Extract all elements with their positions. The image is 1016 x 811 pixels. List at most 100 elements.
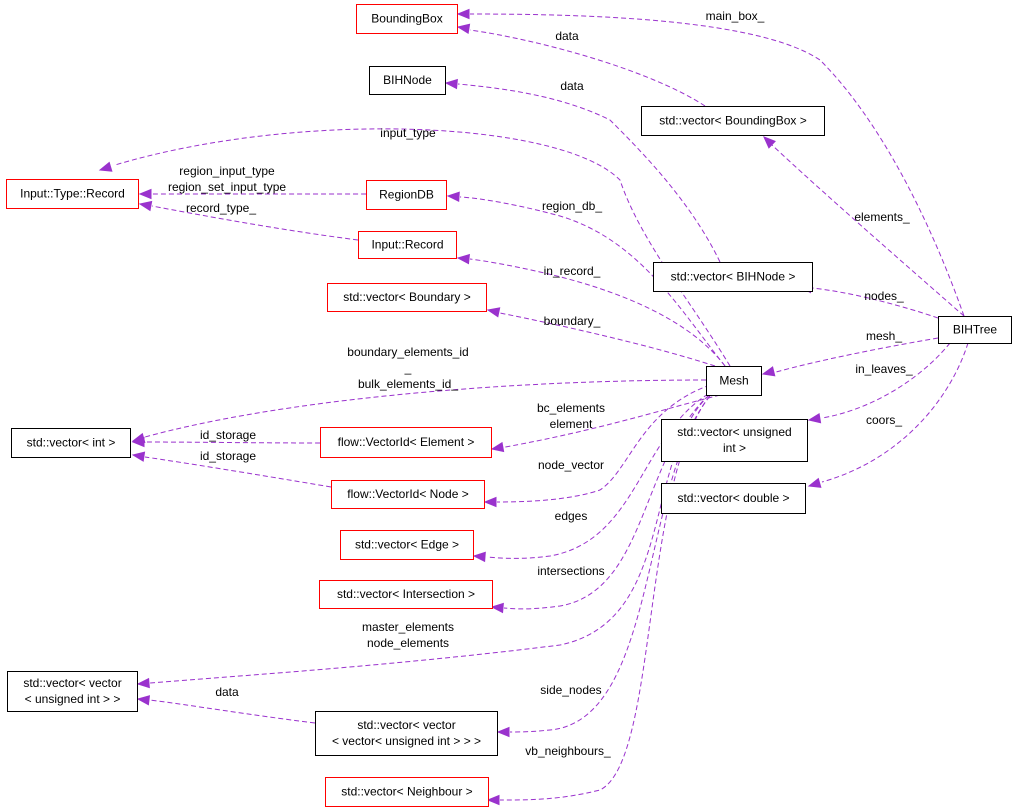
node-bihtree[interactable]: BIHTree bbox=[938, 316, 1012, 344]
arrowhead-icon bbox=[444, 78, 458, 90]
node-label: < vector< unsigned int > > > bbox=[332, 734, 481, 748]
node-vector-edge[interactable]: std::vector< Edge > bbox=[340, 530, 474, 560]
arrowhead-icon bbox=[456, 8, 470, 20]
node-box bbox=[661, 419, 808, 462]
node-vector-vector-uint[interactable]: std::vector< vector< unsigned int > > bbox=[7, 671, 138, 712]
arrowhead-icon bbox=[807, 412, 822, 424]
edge-vvv-data: data bbox=[136, 685, 316, 724]
edge-line bbox=[114, 128, 731, 367]
node-vector-neighbour[interactable]: std::vector< Neighbour > bbox=[325, 777, 489, 807]
edge-line bbox=[771, 144, 965, 317]
edge-line bbox=[469, 13, 965, 317]
edge-line bbox=[469, 258, 726, 367]
edge-label: boundary_ bbox=[544, 314, 601, 328]
node-vector-bihnode[interactable]: std::vector< BIHNode > bbox=[653, 262, 813, 292]
node-vectorid-node[interactable]: flow::VectorId< Node > bbox=[331, 480, 485, 509]
edge-line bbox=[811, 287, 939, 319]
arrowhead-icon bbox=[496, 726, 510, 738]
node-vector-double[interactable]: std::vector< double > bbox=[661, 483, 806, 514]
edge-id-storage-element: id_storage bbox=[131, 428, 321, 448]
edge-label: edges bbox=[555, 509, 588, 523]
edge-boundary: boundary_ bbox=[486, 307, 716, 367]
arrowhead-icon bbox=[763, 136, 776, 149]
edge-label: bc_elements bbox=[537, 401, 605, 415]
node-input-record[interactable]: Input::Record bbox=[358, 231, 457, 259]
node-input-type-record[interactable]: Input::Type::Record bbox=[6, 179, 139, 209]
edge-mesh: mesh_ bbox=[761, 329, 939, 377]
edge-id-storage-node: id_storage bbox=[131, 449, 332, 488]
node-box bbox=[319, 580, 493, 609]
edge-label: side_nodes bbox=[540, 683, 601, 697]
node-label: std::vector< int > bbox=[27, 436, 116, 450]
node-bounding-box[interactable]: BoundingBox bbox=[356, 4, 458, 34]
edge-line bbox=[503, 389, 716, 610]
edge-label: region_db_ bbox=[542, 199, 602, 213]
edge-label: id_storage bbox=[200, 449, 256, 463]
edge-label: record_type_ bbox=[186, 201, 256, 215]
edge-label: id_storage bbox=[200, 428, 256, 442]
edge-input-type: input_type bbox=[98, 126, 731, 367]
edge-label: master_elements bbox=[362, 620, 454, 634]
arrowhead-icon bbox=[136, 677, 150, 689]
edge-line bbox=[821, 342, 951, 419]
node-label: std::vector< BIHNode > bbox=[671, 270, 796, 284]
edge-edges: edges bbox=[472, 389, 716, 563]
edge-line bbox=[144, 441, 321, 444]
node-vector-vector-vector-uint[interactable]: std::vector< vector< vector< unsigned in… bbox=[315, 711, 498, 756]
edge-label: nodes_ bbox=[864, 289, 904, 303]
node-box bbox=[327, 283, 487, 312]
edge-label: intersections bbox=[537, 564, 604, 578]
edge-line bbox=[151, 205, 359, 241]
edge-line bbox=[509, 389, 716, 733]
edge-main-box: main_box_ bbox=[456, 8, 965, 317]
node-mesh[interactable]: Mesh bbox=[706, 366, 762, 396]
edge-label: elements_ bbox=[854, 210, 910, 224]
node-label: int > bbox=[723, 441, 746, 455]
node-label: std::vector< Neighbour > bbox=[341, 785, 472, 799]
edge-label: bulk_elements_id_ bbox=[358, 377, 458, 391]
edge-line bbox=[499, 394, 721, 449]
node-box bbox=[358, 231, 457, 259]
arrowhead-icon bbox=[138, 188, 152, 200]
node-box bbox=[369, 66, 446, 95]
edge-label: input_type bbox=[380, 126, 436, 140]
edge-coors: coors_ bbox=[807, 342, 969, 488]
node-box bbox=[320, 427, 492, 458]
node-vector-intersection[interactable]: std::vector< Intersection > bbox=[319, 580, 493, 609]
edge-label: region_input_type bbox=[179, 164, 275, 178]
edge-line bbox=[775, 337, 939, 373]
node-region-db[interactable]: RegionDB bbox=[366, 180, 447, 210]
node-vector-int[interactable]: std::vector< int > bbox=[11, 428, 131, 458]
edge-label: _ bbox=[404, 361, 412, 375]
edge-in-record: in_record_ bbox=[456, 253, 726, 367]
arrowhead-icon bbox=[761, 366, 776, 377]
node-label: flow::VectorId< Element > bbox=[338, 435, 475, 449]
edge-label: in_record_ bbox=[544, 264, 601, 278]
edge-elements: elements_ bbox=[763, 136, 965, 317]
arrowhead-icon bbox=[490, 602, 504, 614]
node-box bbox=[315, 711, 498, 756]
edge-line bbox=[144, 379, 707, 438]
node-vector-boundary[interactable]: std::vector< Boundary > bbox=[327, 283, 487, 312]
edge-nodes: nodes_ bbox=[798, 282, 939, 319]
node-label: BIHNode bbox=[383, 73, 432, 87]
edge-label: mesh_ bbox=[866, 329, 902, 343]
arrowhead-icon bbox=[131, 451, 146, 462]
arrowhead-icon bbox=[136, 695, 151, 706]
edge-line bbox=[459, 196, 726, 367]
node-vector-bounding-box[interactable]: std::vector< BoundingBox > bbox=[641, 106, 825, 136]
node-bihnode[interactable]: BIHNode bbox=[369, 66, 446, 95]
node-label: BoundingBox bbox=[371, 12, 442, 26]
node-label: std::vector< Boundary > bbox=[343, 290, 470, 304]
node-label: std::vector< Edge > bbox=[355, 538, 459, 552]
node-box bbox=[11, 428, 131, 458]
node-vectorid-element[interactable]: flow::VectorId< Element > bbox=[320, 427, 492, 458]
edge-vb-neighbours: vb_neighbours_ bbox=[486, 389, 716, 806]
edge-label: element bbox=[550, 417, 593, 431]
edge-label: in_leaves_ bbox=[855, 362, 913, 376]
node-label: Input::Type::Record bbox=[20, 187, 125, 201]
node-box bbox=[641, 106, 825, 136]
